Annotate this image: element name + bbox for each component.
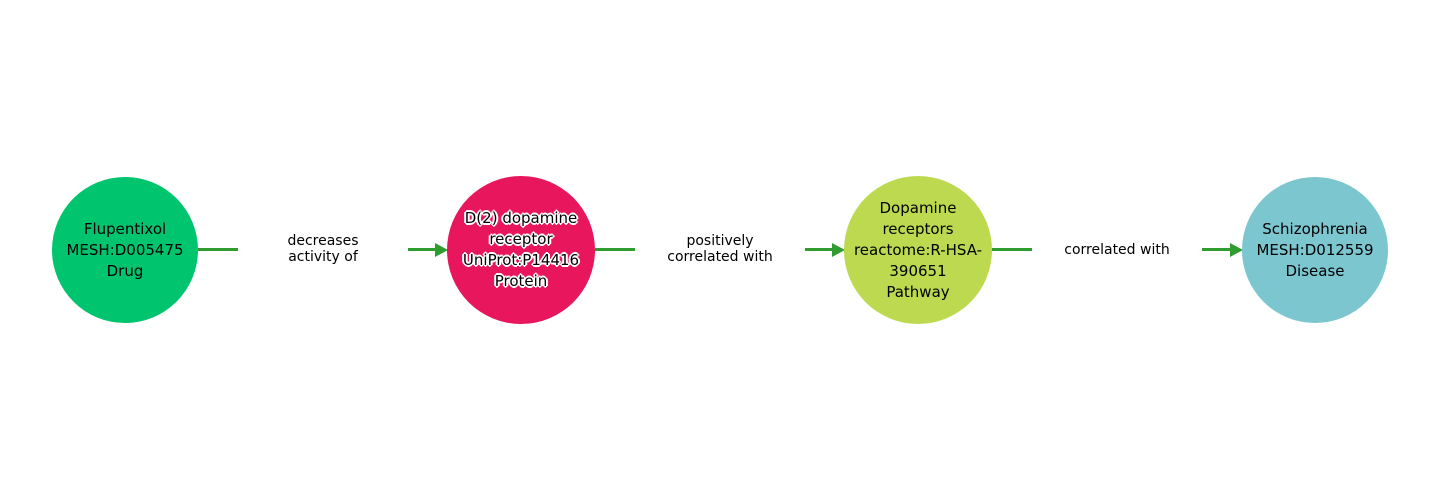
node-label-d2-dopamine-receptor: D(2) dopamine receptor UniProt:P14416 Pr… — [462, 209, 580, 290]
edge-label-correlated-with: correlated with — [1032, 241, 1202, 259]
edge-label-decreases-activity-of: decreases activity of — [238, 232, 408, 266]
edge-label-positively-correlated-with: positively correlated with — [635, 232, 805, 266]
arrowhead-icon — [1230, 243, 1243, 257]
arrowhead-icon — [435, 243, 448, 257]
arrowhead-icon — [832, 243, 845, 257]
node-schizophrenia-disease[interactable]: Schizophrenia MESH:D012559 Disease — [1242, 177, 1388, 323]
node-flupentixol-drug[interactable]: Flupentixol MESH:D005475 Drug — [52, 177, 198, 323]
node-label-schizophrenia: Schizophrenia MESH:D012559 Disease — [1256, 219, 1374, 280]
node-label-flupentixol: Flupentixol MESH:D005475 Drug — [66, 219, 184, 280]
node-dopamine-receptors-pathway[interactable]: Dopamine receptors reactome:R-HSA- 39065… — [844, 176, 992, 324]
node-label-dopamine-receptors: Dopamine receptors reactome:R-HSA- 39065… — [853, 198, 983, 301]
node-d2-dopamine-receptor-protein[interactable]: D(2) dopamine receptor UniProt:P14416 Pr… — [447, 176, 595, 324]
